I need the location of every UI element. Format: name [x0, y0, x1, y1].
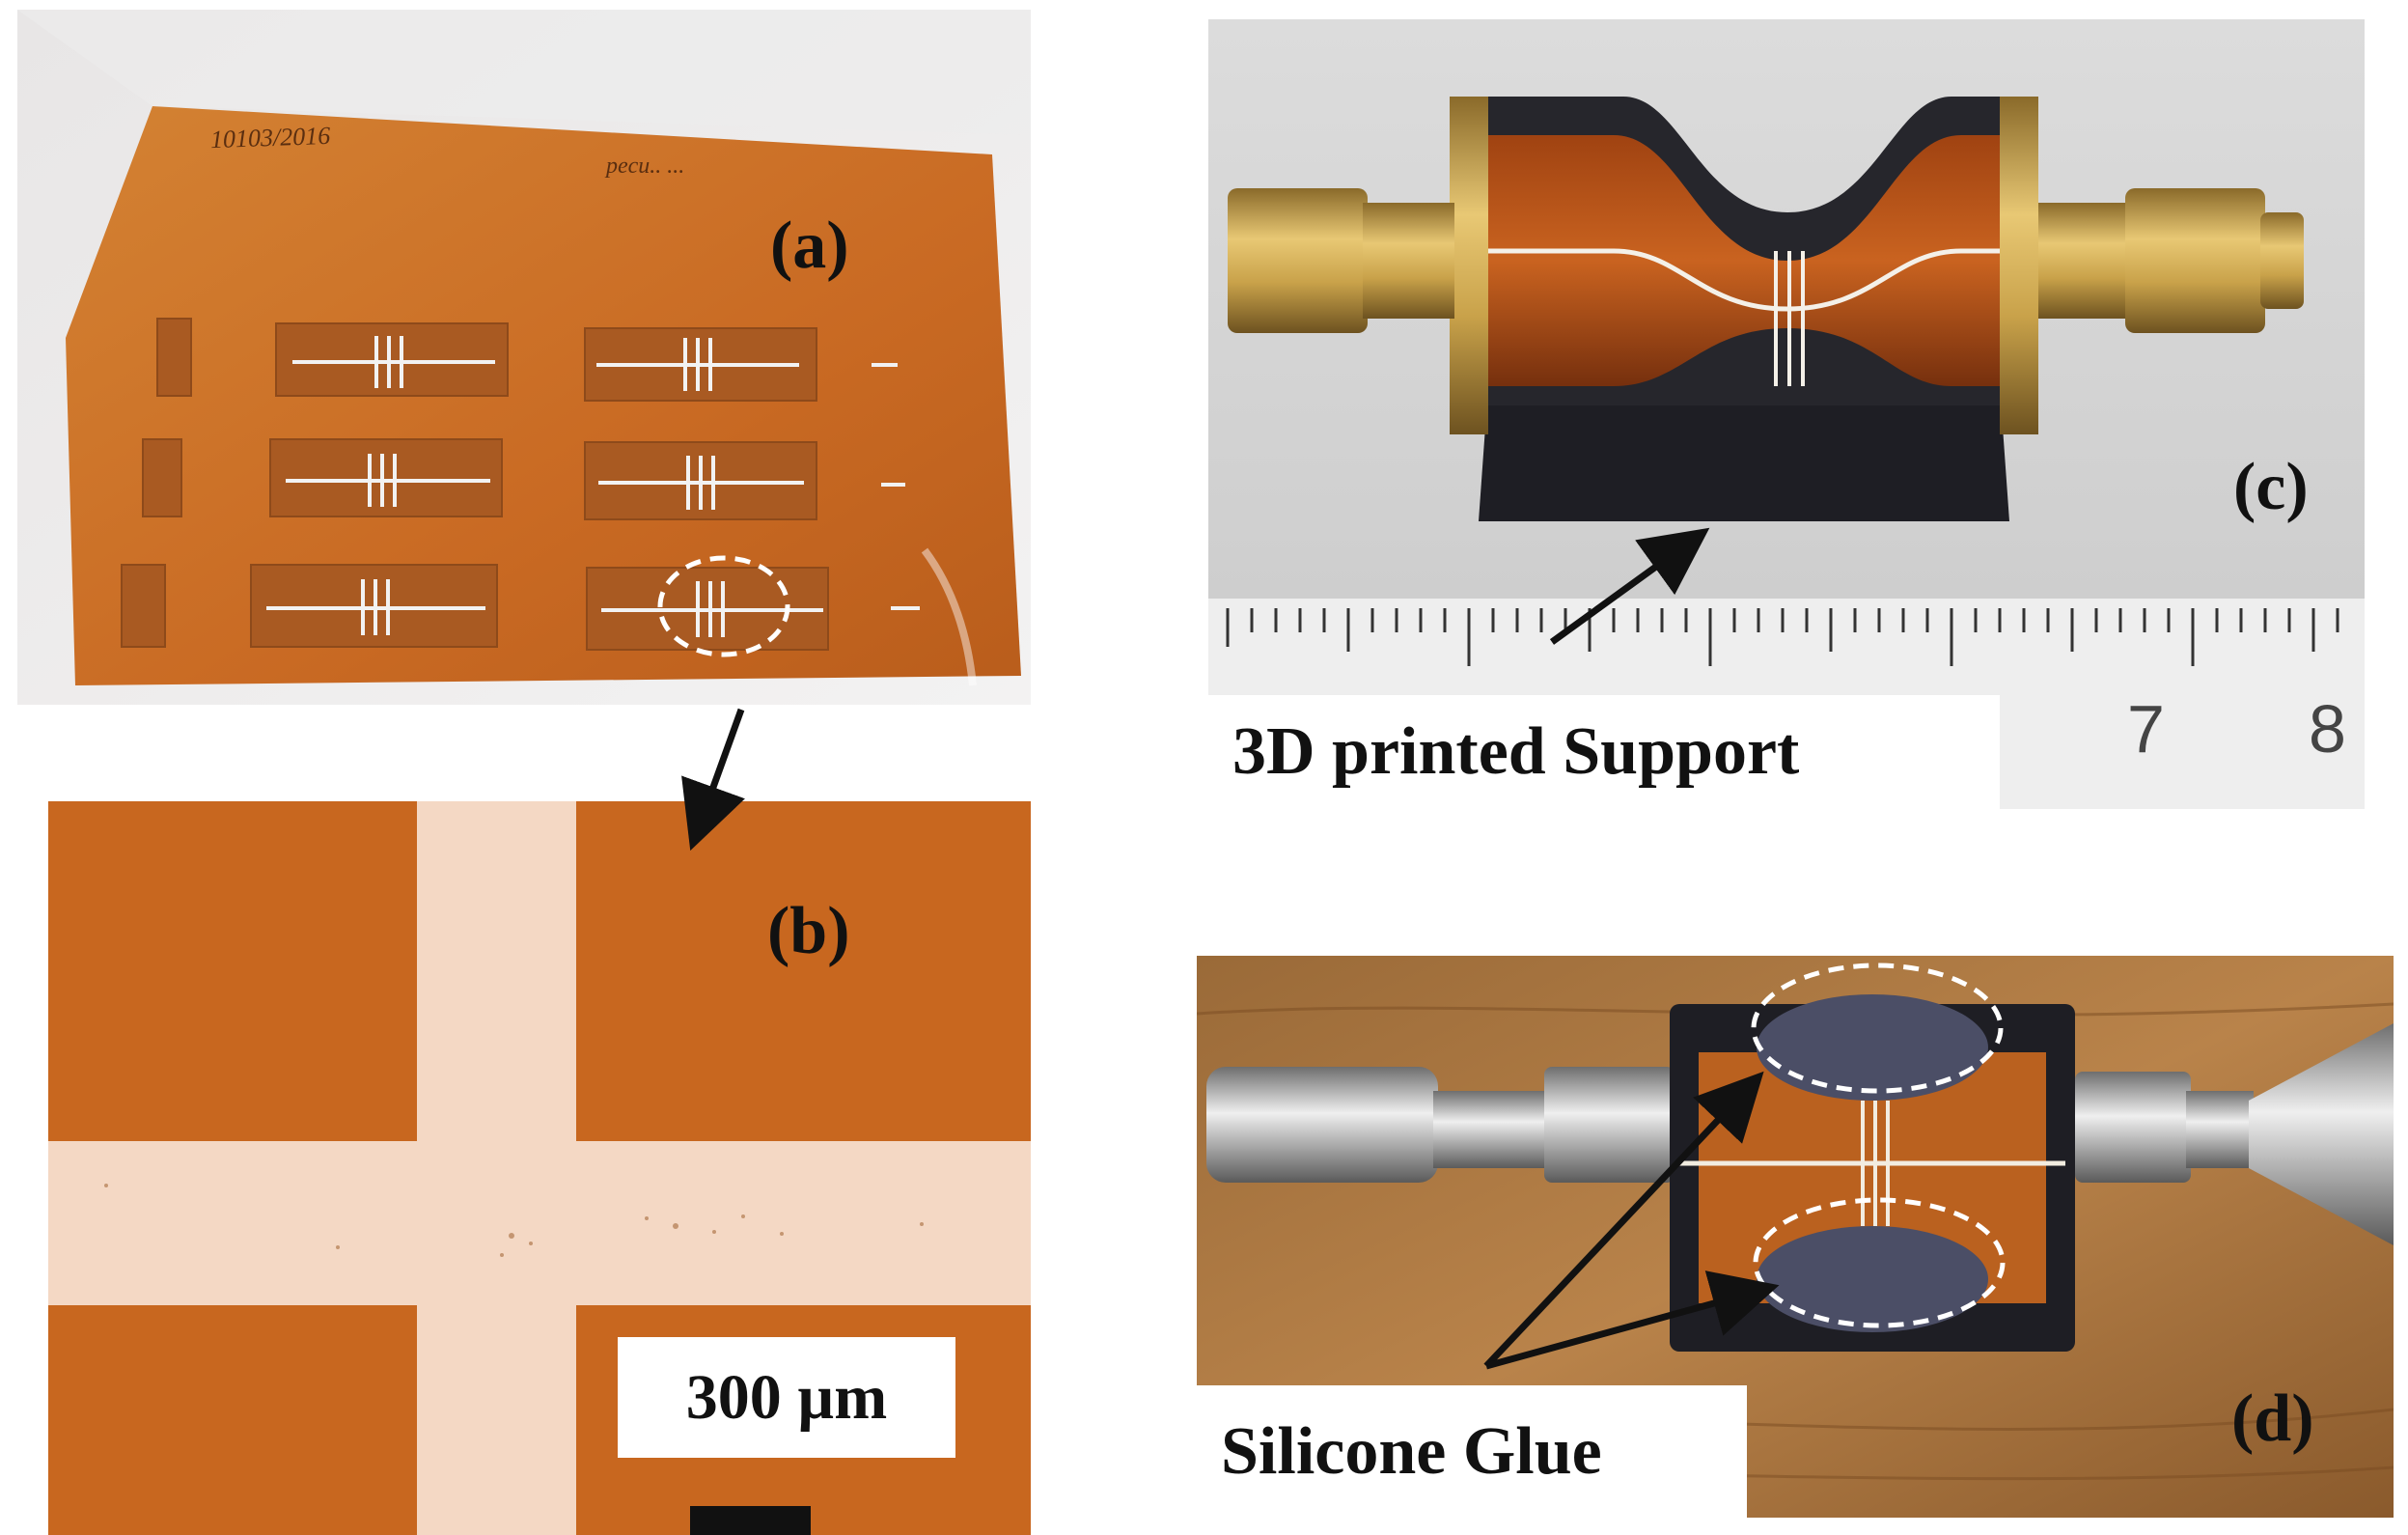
glue-caption: Silicone Glue	[1197, 1385, 1747, 1518]
handwritten-note-left: 10103/2016	[209, 121, 331, 154]
panel-d-photo: (d) Silicone Glue	[1197, 956, 2394, 1518]
scale-bar	[690, 1506, 811, 1535]
glue-circle-bottom	[1753, 1197, 2006, 1328]
panel-a-photo: 10103/2016 pecu.. ... (a)	[17, 10, 1031, 705]
scale-bar-label: 300 µm	[618, 1337, 955, 1458]
ruler-number-7: 7	[2127, 691, 2165, 767]
panel-label-c: (c)	[2233, 450, 2309, 524]
support-caption: 3D printed Support	[1208, 695, 2000, 809]
panel-c-photo: 7 8 (c) 3D printed Support	[1208, 19, 2365, 809]
panel-label-a: (a)	[770, 209, 849, 283]
glue-circle-top	[1751, 963, 2004, 1094]
panel-b-micrograph: (b) 300 µm	[48, 801, 1031, 1535]
panel-label-b: (b)	[767, 894, 850, 968]
ruler-number-8: 8	[2309, 691, 2346, 767]
highlight-circle-a	[657, 555, 790, 657]
kapton-sheet-photo	[17, 10, 1031, 705]
handwritten-note-right: pecu.. ...	[606, 154, 685, 179]
panel-label-d: (d)	[2231, 1382, 2314, 1456]
support-photo	[1208, 19, 2365, 809]
